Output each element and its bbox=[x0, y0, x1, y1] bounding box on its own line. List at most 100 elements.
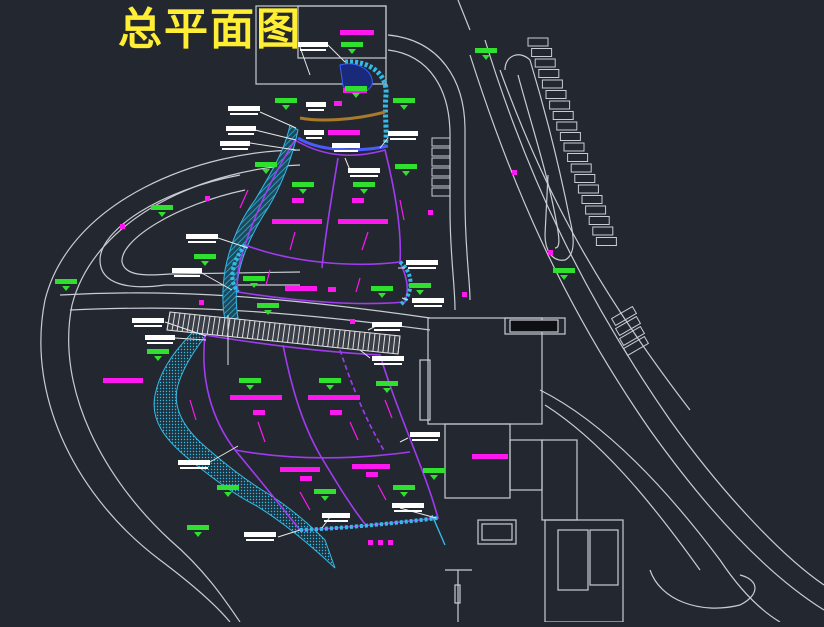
parking-stall bbox=[431, 167, 451, 177]
bridge-tick bbox=[216, 317, 221, 336]
magenta-bar-label-icon bbox=[338, 219, 388, 224]
label-underline bbox=[230, 113, 258, 115]
white-leader-label-icon bbox=[410, 432, 440, 437]
label-underline bbox=[374, 329, 400, 331]
bridge-tick bbox=[367, 332, 371, 351]
parking-stall bbox=[614, 315, 642, 337]
hairpin-road bbox=[504, 54, 574, 261]
southeast-curve-2 bbox=[544, 404, 701, 571]
green-triangle-elevation-icon bbox=[326, 385, 334, 390]
label-underline bbox=[324, 520, 348, 522]
bridge-tick bbox=[246, 320, 251, 339]
leader-line bbox=[174, 337, 207, 341]
white-leader-label-icon bbox=[220, 141, 250, 146]
elevation-bar bbox=[371, 286, 393, 291]
green-triangle-elevation-icon bbox=[430, 475, 438, 480]
south-block-b bbox=[509, 439, 543, 491]
parking-stall bbox=[549, 100, 571, 110]
magenta-bar-label-icon bbox=[340, 30, 374, 35]
bridge-tick bbox=[231, 318, 236, 337]
magenta-bar-label-icon bbox=[462, 292, 467, 297]
parking-stall bbox=[563, 142, 585, 152]
slope-hints bbox=[189, 189, 405, 511]
bridge-tick bbox=[196, 315, 201, 334]
bridge-tick bbox=[332, 329, 336, 348]
green-triangle-elevation-icon bbox=[154, 356, 162, 361]
bridge-tick bbox=[276, 323, 281, 342]
label-underline bbox=[408, 267, 436, 269]
terrace-dash-left bbox=[230, 243, 247, 294]
bridge-tick bbox=[322, 328, 326, 347]
parking-stall bbox=[577, 184, 599, 194]
elevation-bar bbox=[353, 182, 375, 187]
magenta-bar-label-icon bbox=[472, 454, 508, 459]
leader-line bbox=[277, 529, 301, 538]
bridge-tick bbox=[166, 311, 171, 331]
bridge-ticks bbox=[166, 311, 401, 355]
parking-stall bbox=[581, 195, 603, 204]
parking-stall bbox=[534, 58, 556, 68]
southeast-curve bbox=[539, 389, 781, 623]
terrace-middle bbox=[236, 244, 408, 305]
parking-stall bbox=[538, 69, 560, 78]
parking-stall bbox=[588, 216, 610, 225]
parking-stall bbox=[431, 147, 451, 157]
green-triangle-elevation-icon bbox=[62, 286, 70, 291]
green-triangle-elevation-icon bbox=[416, 290, 424, 295]
upper-left-loop-road bbox=[99, 174, 300, 288]
stream-lower bbox=[153, 329, 336, 569]
parking-stall bbox=[431, 157, 451, 167]
parking-row-south bbox=[610, 305, 650, 357]
white-leader-label-icon bbox=[322, 513, 350, 518]
elevation-bar bbox=[395, 164, 417, 169]
road-network bbox=[40, 0, 824, 623]
magenta-bar-label-icon bbox=[548, 250, 553, 255]
leader-line bbox=[321, 516, 331, 529]
label-underline bbox=[300, 49, 326, 51]
elevation-bar bbox=[151, 205, 173, 210]
bridge-tick bbox=[347, 330, 351, 349]
green-triangle-elevation-icon bbox=[560, 275, 568, 280]
parking-stall bbox=[556, 121, 578, 131]
bridge-tick bbox=[201, 315, 206, 334]
magenta-bar-label-icon bbox=[230, 395, 282, 400]
parking-stall bbox=[595, 237, 617, 246]
label-underline bbox=[174, 275, 200, 277]
terrace-lower-divider-2 bbox=[234, 449, 411, 459]
label-underline bbox=[222, 148, 248, 150]
white-leader-label-icon bbox=[172, 268, 202, 273]
green-triangle-elevation-icon bbox=[348, 49, 356, 54]
green-triangle-elevation-icon bbox=[194, 532, 202, 537]
magenta-bar-label-icon bbox=[103, 378, 143, 383]
terrace-top bbox=[243, 138, 402, 266]
magenta-bar-label-icon bbox=[368, 540, 373, 545]
bridge-tick bbox=[171, 312, 176, 331]
elevation-bar bbox=[314, 489, 336, 494]
parking-stall bbox=[592, 226, 614, 236]
label-underline bbox=[306, 137, 322, 139]
magenta-bar-label-icon bbox=[334, 101, 342, 106]
label-underline bbox=[134, 325, 162, 327]
magenta-bar-label-icon bbox=[292, 198, 304, 203]
label-underline bbox=[308, 109, 324, 111]
white-leader-label-icon bbox=[392, 503, 424, 508]
middle-road-bottom bbox=[69, 307, 431, 331]
parking-stall bbox=[610, 305, 638, 327]
white-leader-label-icon bbox=[226, 126, 256, 131]
leader-line bbox=[399, 507, 437, 519]
white-leader-label-icon bbox=[372, 356, 404, 361]
label-underline bbox=[412, 439, 438, 441]
bridge-tick bbox=[241, 319, 246, 338]
magenta-bar-label-icon bbox=[280, 467, 320, 472]
magenta-bar-label-icon bbox=[285, 286, 317, 291]
leader-line bbox=[327, 44, 346, 63]
upper-left-loop-road-inner bbox=[121, 189, 301, 276]
green-triangle-elevation-icon bbox=[360, 189, 368, 194]
slope-hint bbox=[355, 277, 361, 293]
bridge-tick bbox=[382, 334, 386, 353]
bridge-tick bbox=[181, 313, 186, 332]
parking-stall bbox=[567, 153, 589, 162]
magenta-bar-label-icon bbox=[512, 170, 517, 175]
leader-line bbox=[399, 437, 409, 443]
